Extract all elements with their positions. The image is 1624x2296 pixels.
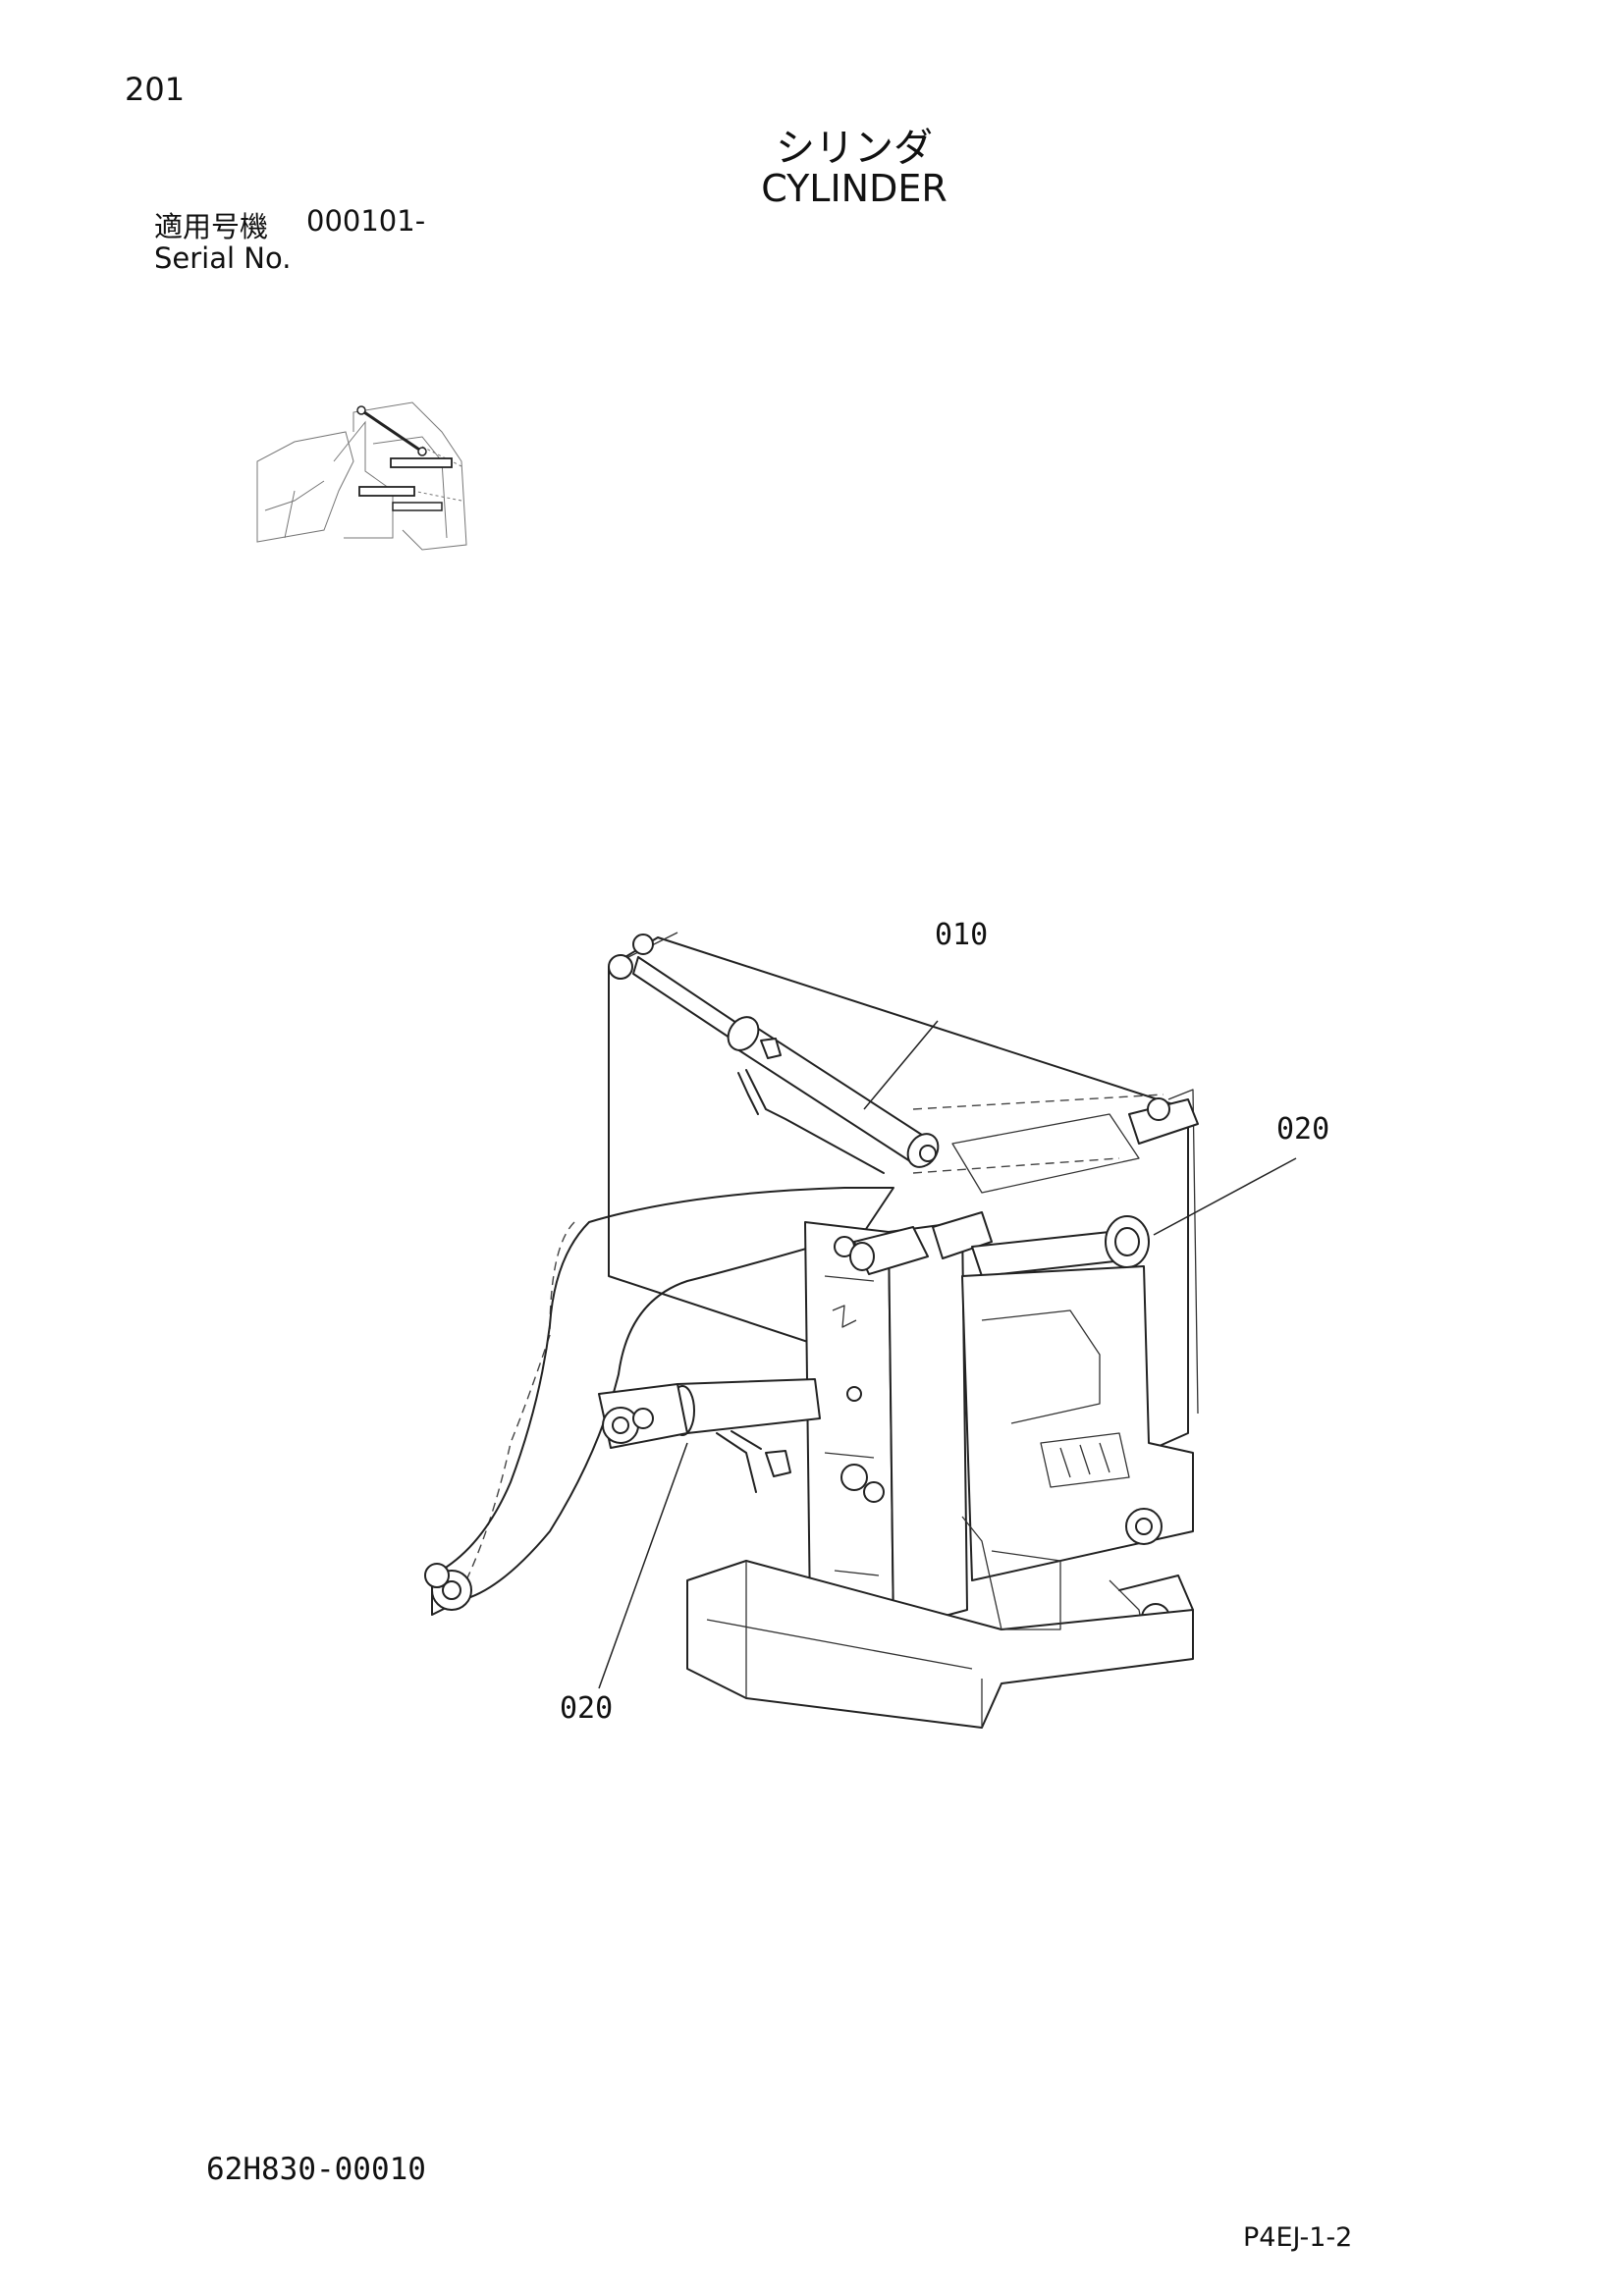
drawing-number: 62H830-00010: [206, 2152, 426, 2187]
callout-leaders: [598, 1020, 1297, 1689]
locator-thumbnail: [256, 401, 467, 551]
serial-label-english: Serial No.: [154, 241, 292, 275]
serial-number-value: 000101-: [306, 204, 426, 238]
callout-020-bottom: 020: [560, 1691, 613, 1726]
callout-020-right: 020: [1276, 1112, 1329, 1147]
page-code: P4EJ-1-2: [1243, 2222, 1353, 2253]
leader-010: [863, 1020, 939, 1110]
cylinder-020-lower: [598, 1378, 821, 1493]
serial-label-japanese: 適用号機: [154, 210, 269, 243]
cylinder-010: [632, 956, 940, 1174]
page-number: 201: [125, 71, 186, 108]
leader-020-right: [1153, 1157, 1297, 1236]
leader-020-bottom: [598, 1442, 688, 1689]
callout-010: 010: [935, 918, 988, 952]
cylinder-020-upper-right: [971, 1215, 1150, 1297]
cylinder-assembly-drawing: [424, 932, 1199, 1729]
title-english: CYLINDER: [761, 167, 947, 210]
title-japanese: シリンダ: [776, 126, 933, 171]
